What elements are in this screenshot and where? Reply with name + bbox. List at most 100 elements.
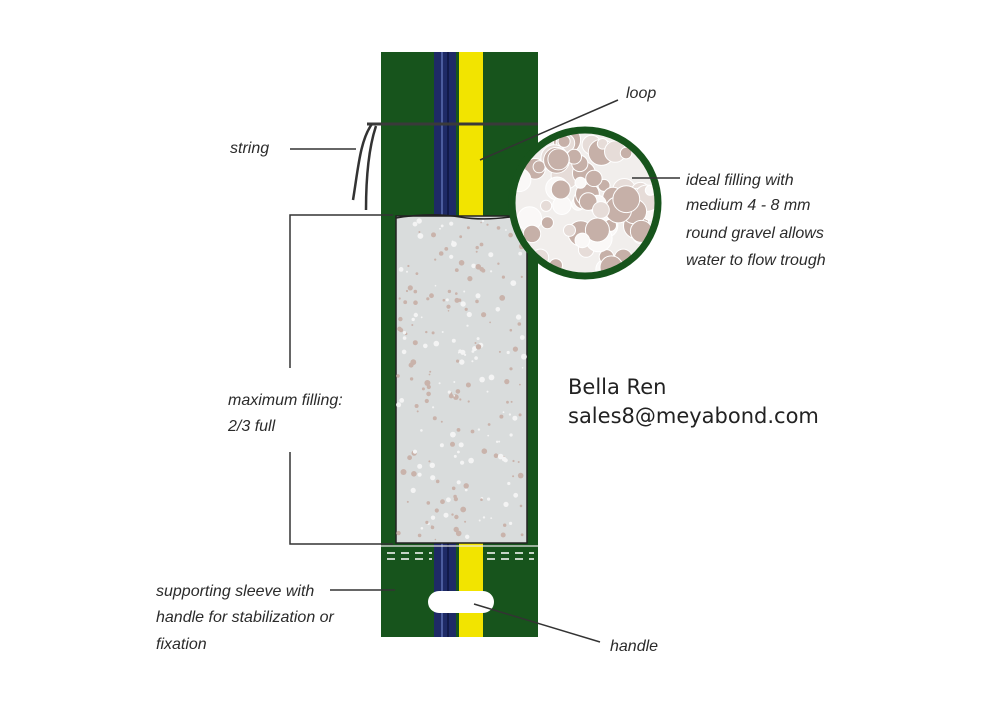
gravel-dot <box>463 483 469 489</box>
gravel-dot <box>505 229 507 231</box>
gravel-dot <box>510 400 513 403</box>
gravel-dot <box>445 298 449 302</box>
gravel-dot <box>407 455 412 461</box>
gravel-dot <box>420 316 423 319</box>
leader-lines <box>289 99 680 643</box>
gravel-dot <box>403 300 408 305</box>
gravel-dot <box>519 335 525 340</box>
gravel-dot <box>508 232 513 238</box>
gravel-stone <box>574 176 587 189</box>
sleeve-label-1: supporting sleeve with <box>156 583 314 600</box>
gravel-dot <box>508 413 511 416</box>
gravel-dot <box>416 218 422 224</box>
gravel-dot <box>464 307 468 311</box>
gravel-dot <box>451 513 454 516</box>
loop-label: loop <box>626 85 656 102</box>
gravel-dot <box>467 400 470 403</box>
gravel-dot <box>495 440 499 443</box>
zoom-circle-border <box>508 126 662 280</box>
gravel-dot <box>486 223 489 226</box>
stitch-lines <box>387 552 534 560</box>
gravel-dot <box>507 481 511 486</box>
gravel-dot <box>513 492 519 498</box>
gravel-dot <box>449 221 454 226</box>
gravel-dot <box>467 276 473 282</box>
gravel-dot <box>406 500 409 503</box>
gravel-dot <box>454 514 459 520</box>
sleeve-label-2: handle for stabilization or <box>156 609 335 626</box>
gravel-dot <box>438 251 444 256</box>
gravel-dot <box>411 471 417 477</box>
gravel-dot <box>408 362 414 368</box>
gravel-dot <box>434 284 437 287</box>
gravel-stone <box>574 232 591 249</box>
gravel-dot <box>424 380 431 386</box>
gravel-dot <box>412 221 418 227</box>
gravel-dot <box>417 472 422 477</box>
gravel-dot <box>460 301 466 307</box>
gravel-dot <box>520 533 524 537</box>
gravel-dot <box>450 431 456 438</box>
gravel-dot <box>441 331 444 333</box>
gravel-dot <box>454 268 459 272</box>
gravel-dot <box>431 331 435 335</box>
gravel-dot <box>453 381 456 383</box>
gravel-dot <box>512 346 519 352</box>
gravel-dot <box>402 331 407 335</box>
gravel-stone <box>578 192 598 211</box>
gravel-dot <box>434 538 437 541</box>
gravel-dot <box>512 415 518 421</box>
gravel-dot <box>521 367 524 369</box>
gravel-dot <box>519 504 523 508</box>
gravel-dot <box>498 350 501 353</box>
gravel-dot <box>481 312 487 318</box>
gravel-dot <box>426 501 431 505</box>
gravel-dot <box>486 390 489 393</box>
gravel-dot <box>472 346 478 352</box>
gravel-dot <box>520 275 523 278</box>
gravel-stone <box>585 169 603 188</box>
gravel-dot <box>464 488 468 492</box>
gravel-dot <box>464 520 467 523</box>
gravel-dot <box>432 416 437 421</box>
gravel-dot <box>509 367 513 371</box>
gravel-dot <box>466 324 469 327</box>
gravel-dot <box>440 499 445 505</box>
gravel-dot <box>399 398 405 403</box>
gravel-dot <box>493 453 499 459</box>
gravel-dot <box>446 497 451 503</box>
gravel-dot <box>406 270 408 273</box>
gravel-dot <box>409 377 414 381</box>
gravel-dot <box>475 245 479 250</box>
gravel-dot <box>481 448 488 455</box>
gravel-dot <box>451 486 456 491</box>
gravel-dot <box>430 515 436 520</box>
contact-email: sales8@meyabond.com <box>568 404 819 428</box>
gravel-dot <box>440 224 444 228</box>
gravel-dot <box>410 487 416 493</box>
zoom-gravel <box>512 130 658 276</box>
gravel-dot <box>456 428 461 432</box>
ideal-filling-label-3: round gravel allows <box>686 225 824 242</box>
gravel-dot <box>500 532 506 538</box>
gravel-dot <box>455 389 461 394</box>
gravel-dot <box>417 533 422 538</box>
gravel-dot <box>503 523 507 527</box>
gravel-dot <box>424 398 429 404</box>
gravel-dot <box>443 512 449 518</box>
gravel-stone <box>540 216 554 230</box>
gravel-dot <box>416 410 419 413</box>
gravel-dot <box>517 322 522 326</box>
gravel-dot <box>470 429 475 434</box>
gravel-dot <box>453 395 456 397</box>
gravel-dot <box>475 344 482 350</box>
gravel-dot <box>464 353 467 356</box>
gravel-dot <box>456 480 461 485</box>
gravel-dot <box>417 463 423 469</box>
gravel-dot <box>518 251 523 256</box>
gravel-dot <box>466 311 472 318</box>
gravel-dot <box>458 349 462 354</box>
gravel-dot <box>475 299 479 304</box>
handle-label: handle <box>610 638 658 655</box>
